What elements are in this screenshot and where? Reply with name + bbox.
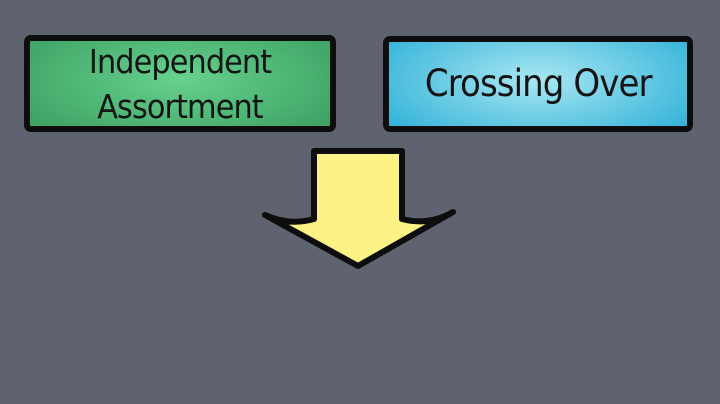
box-label-line-2: Assortment bbox=[97, 86, 263, 126]
box-label-line-1: Independent bbox=[88, 41, 272, 81]
box-crossing-over: Crossing Over bbox=[383, 36, 693, 132]
box-label-line-1: Crossing Over bbox=[424, 62, 653, 105]
box-independent-assortment: Independent Assortment bbox=[24, 35, 336, 132]
down-arrow-shape bbox=[262, 148, 456, 269]
